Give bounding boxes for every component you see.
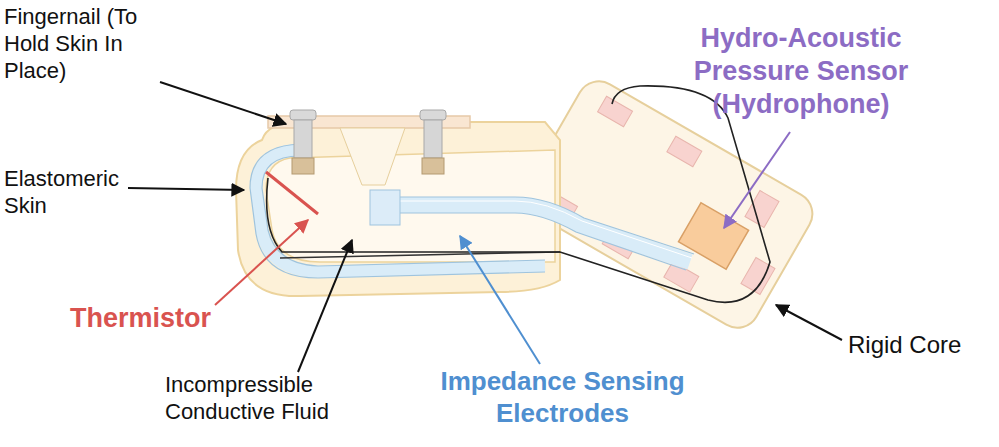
screw xyxy=(420,110,446,174)
drawing-part xyxy=(422,158,444,174)
callout-label: Fingernail (To Hold Skin In Place) xyxy=(4,4,154,84)
leader-arrow xyxy=(724,132,790,228)
electrode xyxy=(280,252,560,258)
drawing-part xyxy=(598,96,633,127)
drawing-part xyxy=(292,158,314,174)
callout-label: Elastomeric Skin xyxy=(4,166,129,220)
leader-arrow xyxy=(460,236,540,364)
nail-mount xyxy=(340,128,405,185)
callout-label: Thermistor xyxy=(70,302,240,335)
callout-label: Incompressible Conductive Fluid xyxy=(165,372,340,426)
manifold xyxy=(370,190,400,225)
wire xyxy=(267,86,770,302)
drawing-part xyxy=(294,120,312,158)
leader-arrow xyxy=(128,188,244,190)
callout-label: Rigid Core xyxy=(848,330,993,359)
drawing-part xyxy=(290,110,316,120)
leader-arrow xyxy=(160,82,286,124)
thermistor xyxy=(266,172,318,214)
callout-label: Hydro-Acoustic Pressure Sensor (Hydropho… xyxy=(672,22,930,121)
drawing-part xyxy=(420,110,446,120)
leader-arrow xyxy=(215,220,308,305)
callout-label: Impedance Sensing Electrodes xyxy=(410,366,715,429)
drawing-part xyxy=(400,201,692,258)
screw xyxy=(290,110,316,174)
drawing-part xyxy=(667,136,702,167)
leader-arrow xyxy=(776,305,842,340)
leader-arrow xyxy=(298,240,352,372)
drawing-part xyxy=(390,197,694,254)
drawing-part xyxy=(424,120,442,158)
